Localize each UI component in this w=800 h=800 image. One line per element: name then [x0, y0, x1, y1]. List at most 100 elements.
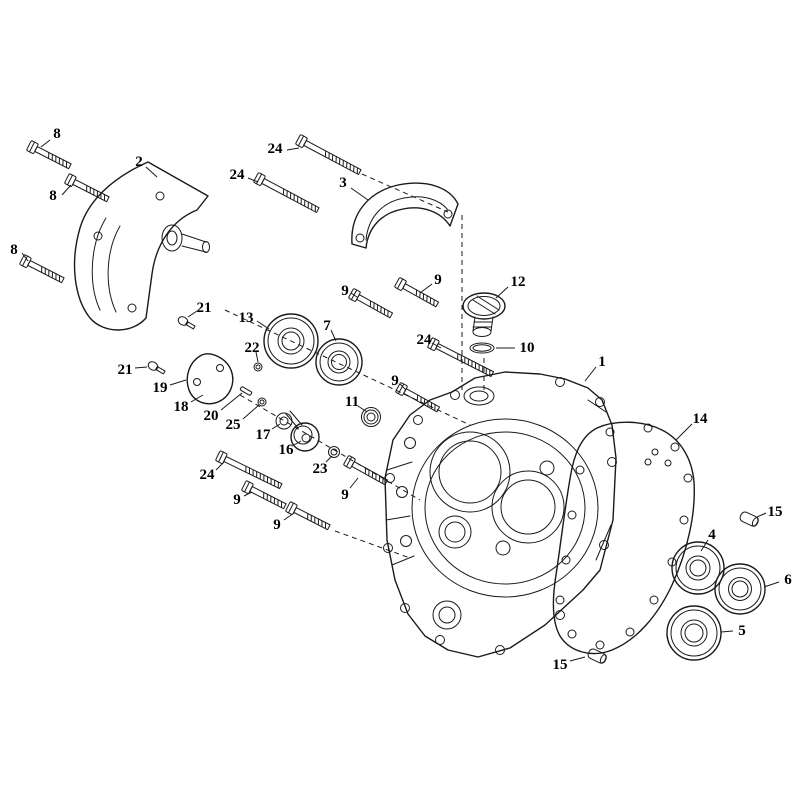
bolt-part-9f — [284, 500, 332, 533]
bearing-part-13 — [263, 313, 319, 369]
dowel-pin-part-15a — [738, 510, 761, 529]
leader-line — [145, 166, 158, 178]
leader-line — [187, 310, 198, 318]
part-label: 6 — [784, 572, 792, 588]
part-label: 14 — [693, 411, 709, 427]
part-label: 15 — [553, 657, 568, 673]
leader-line — [286, 147, 300, 151]
leader-line — [584, 366, 597, 382]
part-label: 9 — [273, 517, 281, 533]
part-label: 12 — [511, 274, 526, 290]
part-label: 3 — [339, 175, 347, 191]
part-label: 2 — [135, 154, 143, 170]
plate-part-19 — [186, 353, 234, 405]
pin-part-20 — [239, 386, 253, 396]
leader-line — [350, 187, 369, 201]
leader-line — [256, 320, 270, 330]
part-label: 23 — [313, 461, 328, 477]
part-label: 21 — [118, 362, 133, 378]
part-label: 24 — [200, 467, 216, 483]
part-label: 17 — [256, 427, 272, 443]
part-label: 9 — [434, 272, 442, 288]
bolt-part-24d — [214, 450, 284, 492]
crankcase-part-1 — [383, 371, 617, 658]
part-label: 11 — [345, 394, 359, 410]
part-label: 9 — [391, 373, 399, 389]
part-label: 8 — [49, 188, 57, 204]
leader-line — [247, 177, 259, 183]
leader-line — [283, 512, 295, 521]
part-label: 8 — [10, 242, 18, 258]
bolt-part-24b — [252, 171, 321, 216]
part-label: 21 — [197, 300, 212, 316]
leader-line — [190, 394, 204, 403]
pump-part-16 — [285, 410, 320, 452]
leader-line — [242, 404, 260, 420]
leader-line — [21, 252, 29, 262]
oil-cap-part-12 — [462, 292, 506, 337]
leader-line — [675, 423, 693, 441]
leader-line — [61, 184, 72, 196]
bolt-part-8b — [63, 172, 111, 205]
washer-part-17 — [275, 412, 293, 430]
part-label: 22 — [245, 340, 260, 356]
leader-line — [349, 477, 359, 489]
leader-line — [357, 405, 368, 413]
part-label: 4 — [708, 527, 716, 543]
leader-line — [215, 461, 225, 471]
part-label: 9 — [341, 283, 349, 299]
part-label: 9 — [341, 487, 349, 503]
part-label: 9 — [233, 492, 241, 508]
leader-line — [220, 392, 243, 411]
bolt-part-9b — [393, 276, 441, 310]
part-label: 24 — [268, 141, 284, 157]
part-label: 16 — [279, 442, 295, 458]
bolt-part-9d — [342, 454, 390, 488]
leader-line — [419, 283, 433, 294]
leader-line — [293, 440, 302, 446]
assembly-axis-lines — [224, 173, 485, 559]
bearing-part-5 — [666, 605, 722, 661]
leader-line — [330, 329, 337, 342]
dowel-pin-part-15b — [586, 647, 609, 666]
leader-line — [350, 292, 358, 298]
screw-part-21a — [176, 314, 197, 332]
leader-line — [720, 630, 734, 633]
leader-line — [134, 366, 148, 369]
leader-line — [763, 581, 780, 588]
part-label: 24 — [230, 167, 246, 183]
leader-line — [399, 383, 407, 391]
part-label: 20 — [204, 408, 219, 424]
ring-part-23 — [328, 446, 340, 458]
bearing-part-6 — [714, 563, 766, 615]
bolt-part-9e — [240, 479, 288, 512]
bolt-part-8a — [25, 139, 73, 172]
part-label: 5 — [738, 623, 746, 639]
washer-part-25 — [257, 397, 267, 407]
leader-line — [756, 512, 767, 518]
bolt-part-24c — [426, 336, 496, 380]
bolt-part-24a — [294, 133, 363, 178]
bolt-part-9a — [347, 287, 395, 321]
part-label: 25 — [226, 417, 241, 433]
leader-line — [40, 139, 51, 148]
bearing-part-4 — [671, 541, 725, 595]
o-ring-part-10 — [469, 342, 495, 354]
part-label: 18 — [174, 399, 189, 415]
leader-line — [243, 491, 253, 497]
screw-part-21b — [146, 359, 167, 377]
seal-part-11 — [361, 407, 381, 427]
gasket-part-14 — [552, 421, 695, 655]
leader-line — [569, 656, 586, 662]
part-label: 24 — [417, 332, 433, 348]
leader-line — [255, 351, 259, 363]
leader-line — [495, 286, 509, 299]
leader-line — [700, 539, 709, 552]
part-label: 15 — [768, 504, 783, 520]
leader-line — [169, 379, 187, 386]
leader-line — [271, 423, 281, 430]
part-label: 1 — [598, 354, 606, 370]
